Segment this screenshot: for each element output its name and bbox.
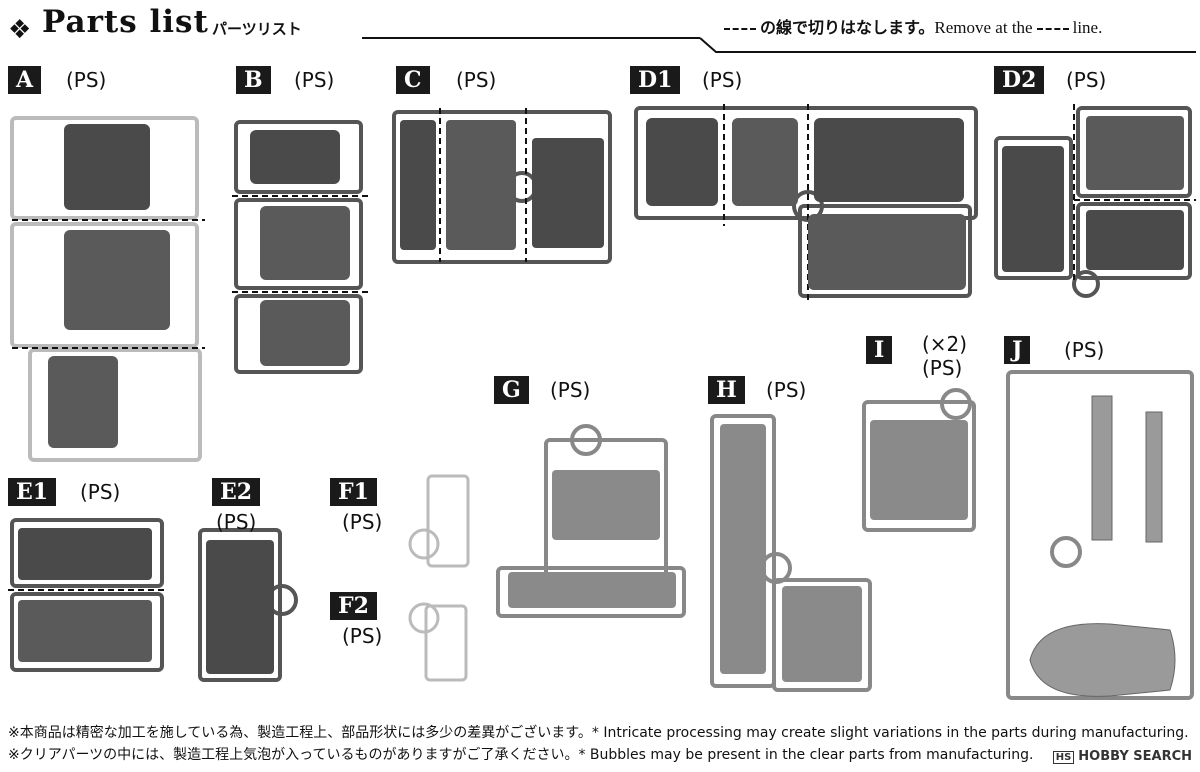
runner-label-f1: F1 [330, 478, 377, 506]
remove-line-note: の線で切りはなします。Remove at the line. [720, 14, 1102, 38]
runner-type-f1: (PS) [342, 510, 383, 534]
runner-label-i: I [866, 336, 893, 364]
runner-type-j: (PS) [1064, 338, 1105, 362]
runner-type-f2: (PS) [342, 624, 383, 648]
watermark-text: HOBBY SEARCH [1078, 749, 1192, 764]
note-en-1: Remove at the [934, 18, 1033, 37]
footer-note-1: ※本商品は精密な加工を施している為、製造工程上、部品形状には多少の差異がございま… [8, 725, 1189, 741]
dash-line-icon [724, 27, 756, 30]
runner-type-d2: (PS) [1066, 68, 1107, 92]
note-en-2: line. [1072, 18, 1103, 37]
runner-type-a: (PS) [66, 68, 107, 92]
runner-label-d1: D1 [630, 66, 681, 94]
runner-label-c: C [396, 66, 430, 94]
runner-type-c: (PS) [456, 68, 497, 92]
note-jp: の線で切りはなします。 [760, 18, 935, 37]
runner-type-b: (PS) [294, 68, 335, 92]
runner-label-d2: D2 [994, 66, 1045, 94]
runner-count-i: (×2) [922, 332, 968, 356]
runner-label-e1: E1 [8, 478, 57, 506]
page-title: Parts list [42, 4, 209, 40]
runner-label-e2: E2 [212, 478, 261, 506]
runner-type-g: (PS) [550, 378, 591, 402]
runner-type-d1: (PS) [702, 68, 743, 92]
runner-label-f2: F2 [330, 592, 377, 620]
runner-label-h: H [708, 376, 745, 404]
runner-label-j: J [1004, 336, 1031, 364]
runner-label-b: B [236, 66, 271, 94]
runner-label-a: A [8, 66, 42, 94]
runner-type-h: (PS) [766, 378, 807, 402]
footer-note-2: ※クリアパーツの中には、製造工程上気泡が入っているものがありますがご了承ください… [8, 747, 1034, 763]
runner-type-e1: (PS) [80, 480, 121, 504]
runner-type-e2: (PS) [216, 510, 257, 534]
hobby-search-logo-icon: HS [1052, 751, 1075, 764]
runner-type-i: (PS) [922, 356, 963, 380]
runner-label-g: G [494, 376, 529, 404]
diamond-cross-icon: ❖ [8, 15, 32, 45]
dash-line-icon [1036, 27, 1069, 30]
page-title-jp: パーツリスト [212, 20, 302, 38]
